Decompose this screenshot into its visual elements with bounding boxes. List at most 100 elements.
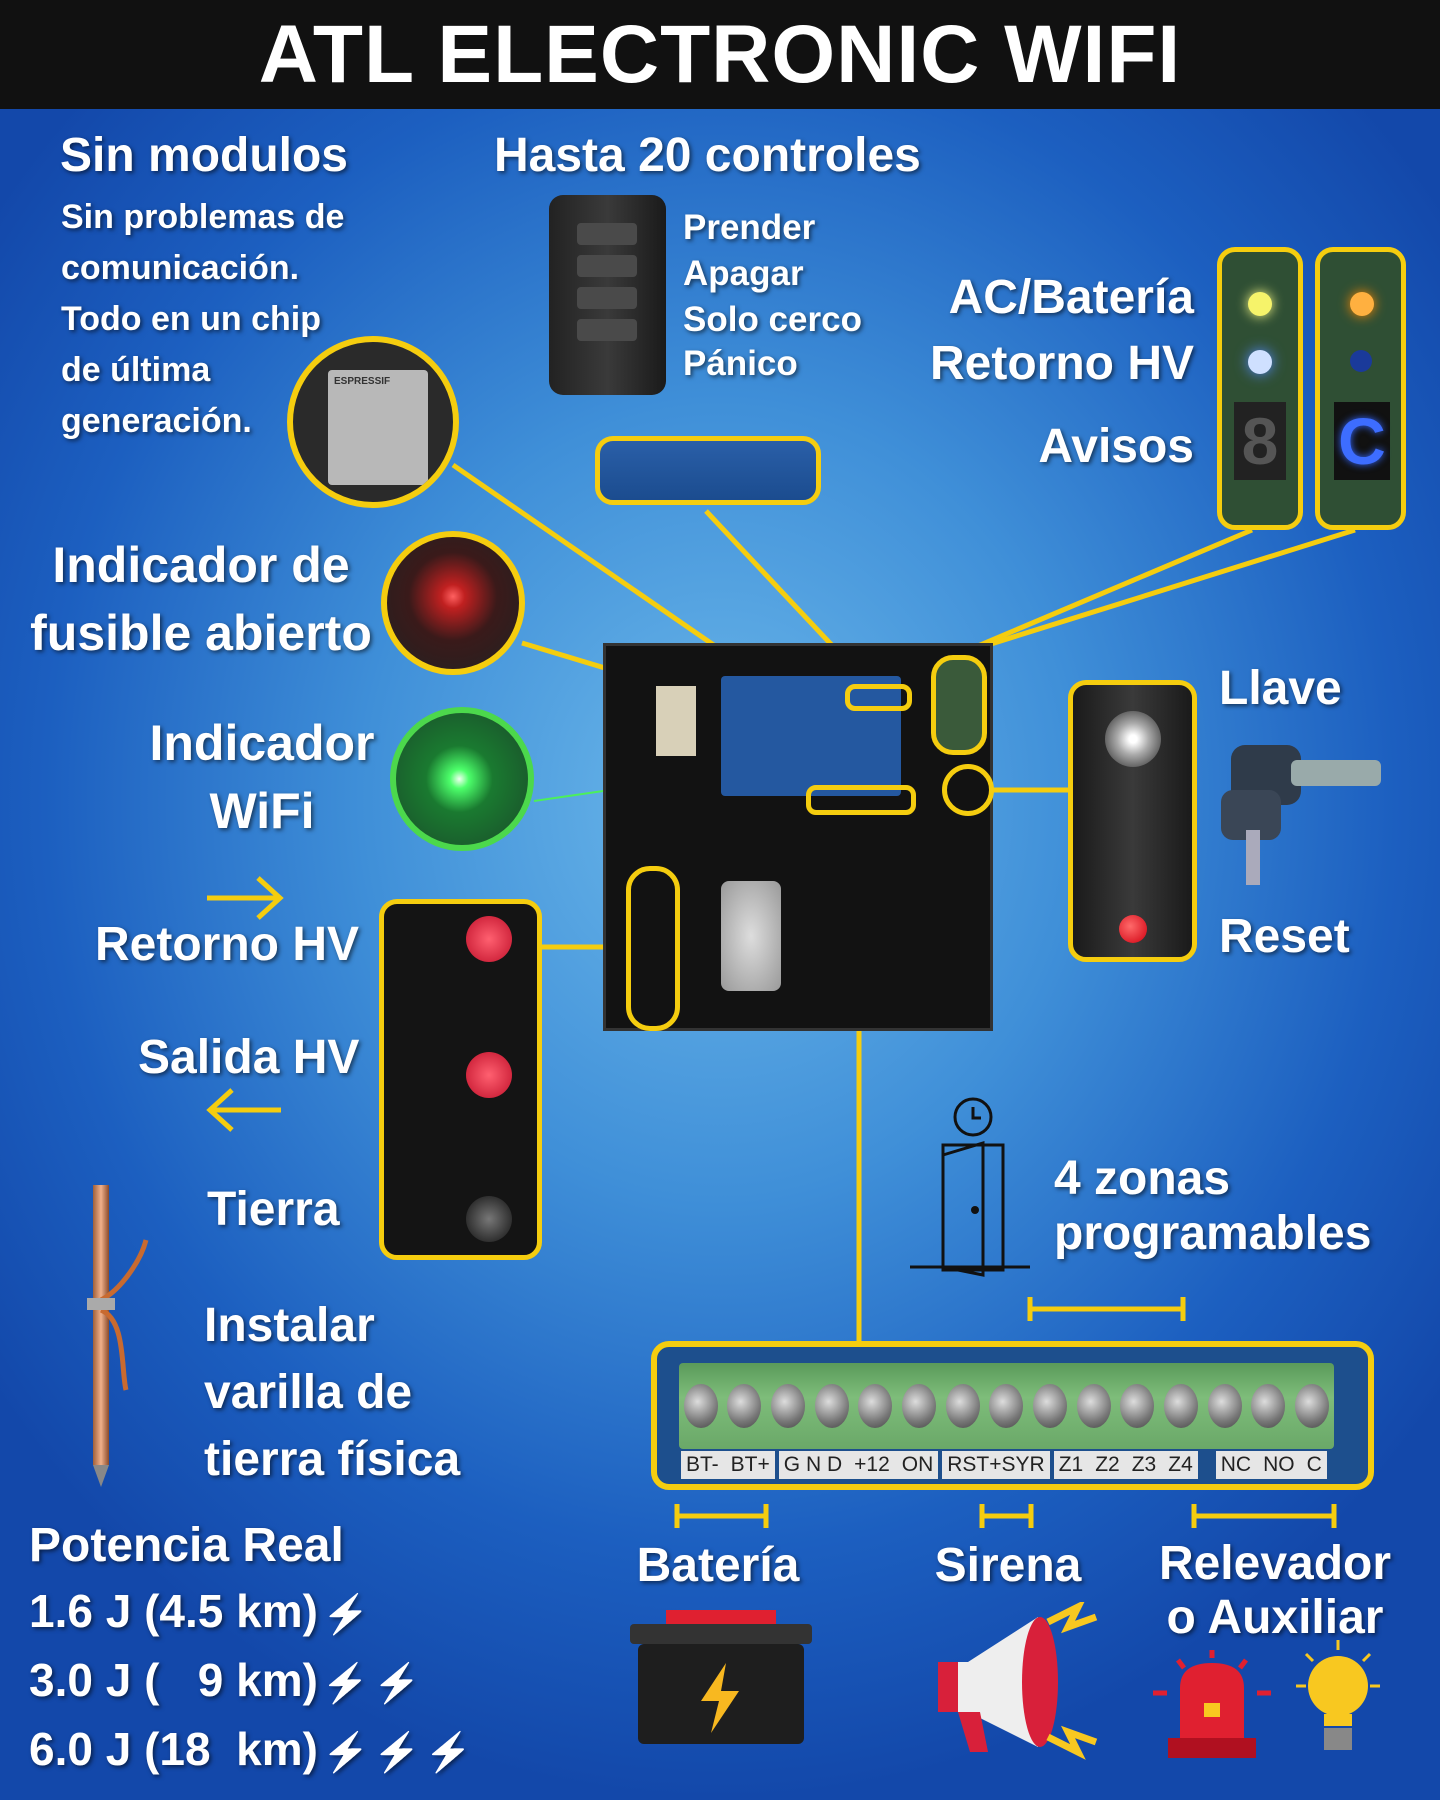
light-bulb-icon xyxy=(1296,1640,1380,1750)
terminal-label: Z2 xyxy=(1095,1453,1120,1476)
terminal-screw xyxy=(771,1384,806,1428)
power-row: 3.0 J ( 9 km)⚡⚡ xyxy=(29,1657,472,1726)
controller-box-photo xyxy=(603,643,993,1031)
lightning-bolt-icon: ⚡ xyxy=(424,1732,472,1774)
retorno-terminal xyxy=(466,916,512,962)
ground-rod-icon xyxy=(87,1185,149,1487)
terminal-screw xyxy=(1207,1384,1242,1428)
esp-chip-photo: ESPRESSIF xyxy=(287,336,459,508)
terminal-screw xyxy=(683,1384,718,1428)
remote-button-label: Prender xyxy=(683,208,816,247)
hv-retorno-label: Retorno HV xyxy=(95,918,359,971)
terminal-screw xyxy=(1295,1384,1330,1428)
status-panel-on: C xyxy=(1315,247,1406,530)
lightning-bolt-icon: ⚡ xyxy=(321,1594,370,1636)
esp-chip-label: ESPRESSIF xyxy=(328,370,428,485)
tierra-terminal xyxy=(466,1196,512,1242)
terminal-label: RST+SYR xyxy=(947,1453,1045,1476)
ground-line: varilla de xyxy=(204,1366,413,1419)
terminal-screw xyxy=(727,1384,762,1428)
remote-control-image xyxy=(549,195,666,395)
modules-line: de última xyxy=(61,351,211,389)
box-callout-terminals xyxy=(806,785,916,815)
seven-segment-display: C xyxy=(1334,402,1390,480)
door-clock-icon xyxy=(910,1097,1030,1277)
relevador-label-line2: o Auxiliar xyxy=(1166,1591,1384,1644)
relevador-label-line1: Relevador xyxy=(1158,1537,1392,1590)
box-callout-receiver xyxy=(845,684,912,711)
ground-instructions: Instalar varilla de tierra física xyxy=(204,1302,460,1503)
wifi-label-line2: WiFi xyxy=(209,783,315,839)
terminal-screw xyxy=(1251,1384,1286,1428)
terminal-label: Z3 xyxy=(1131,1453,1157,1476)
terminal-label-group: BT-BT+ xyxy=(681,1451,775,1479)
status-panel-off: 8 xyxy=(1217,247,1303,530)
terminal-label: +12 xyxy=(854,1453,890,1476)
status-label-retorno: Retorno HV xyxy=(930,337,1194,390)
terminal-label-group: Z1 Z2 Z3 Z4 xyxy=(1053,1451,1198,1479)
lightning-bolt-icon: ⚡ xyxy=(321,1732,370,1774)
terminal-label: Z4 xyxy=(1168,1453,1193,1476)
bateria-label: Batería xyxy=(636,1539,800,1592)
zones-line2: programables xyxy=(1054,1207,1372,1260)
ground-line: tierra física xyxy=(204,1433,461,1486)
status-label-ac: AC/Batería xyxy=(948,271,1194,324)
ground-line: Instalar xyxy=(204,1299,375,1352)
wifi-label-line1: Indicador xyxy=(149,715,375,771)
fuse-indicator-photo xyxy=(381,531,525,675)
box-callout-hv xyxy=(626,866,680,1031)
header-bar: ATL ELECTRONIC WIFI xyxy=(0,0,1440,109)
remote-button-label: Pánico xyxy=(683,344,798,383)
box-callout-display xyxy=(931,655,987,755)
power-row: 6.0 J (18 km)⚡⚡⚡ xyxy=(29,1726,472,1795)
page-title: ATL ELECTRONIC WIFI xyxy=(258,8,1182,100)
key-lock-icon xyxy=(1105,711,1161,767)
terminal-screw xyxy=(945,1384,980,1428)
power-list: 1.6 J (4.5 km)⚡3.0 J ( 9 km)⚡⚡6.0 J (18 … xyxy=(29,1588,472,1795)
alarm-light-icon xyxy=(1153,1650,1271,1758)
fuse-label-line1: Indicador de xyxy=(52,537,350,593)
terminal-screw xyxy=(1164,1384,1199,1428)
tierra-label: Tierra xyxy=(207,1183,340,1236)
terminal-label: ON xyxy=(901,1453,934,1476)
power-row-text: 3.0 J ( 9 km) xyxy=(29,1654,318,1706)
terminal-label: BT- xyxy=(686,1453,719,1476)
power-row-text: 6.0 J (18 km) xyxy=(29,1723,318,1775)
fuse-label-line2: fusible abierto xyxy=(30,605,372,661)
lightning-bolt-icon: ⚡ xyxy=(321,1663,370,1705)
salida-terminal xyxy=(466,1052,512,1098)
terminal-screw xyxy=(902,1384,937,1428)
remote-buttons-list: Prender Apagar Solo cerco Pánico xyxy=(683,210,862,390)
box-callout-key xyxy=(942,764,994,816)
terminal-label: Z1 xyxy=(1058,1453,1084,1476)
reset-label: Reset xyxy=(1219,910,1350,963)
power-row-text: 1.6 J (4.5 km) xyxy=(29,1585,318,1637)
remote-button-label: Apagar xyxy=(683,254,804,293)
terminal-screw xyxy=(814,1384,849,1428)
modules-heading: Sin modulos xyxy=(60,129,348,182)
receiver-board-callout xyxy=(595,436,821,505)
reset-button[interactable] xyxy=(1119,915,1147,943)
lightning-bolt-icon: ⚡ xyxy=(373,1732,421,1774)
battery-icon xyxy=(630,1610,812,1744)
siren-megaphone-icon xyxy=(938,1602,1098,1760)
modules-description: Sin problemas de comunicación. Todo en u… xyxy=(61,200,344,455)
wifi-indicator-photo xyxy=(390,707,534,851)
terminal-label-group: RST+SYR xyxy=(942,1451,1050,1479)
terminal-screw xyxy=(1120,1384,1155,1428)
terminal-label: C xyxy=(1306,1453,1322,1476)
status-label-avisos: Avisos xyxy=(1038,420,1194,473)
terminal-label: NC xyxy=(1220,1453,1252,1476)
key-label: Llave xyxy=(1219,662,1342,715)
controls-heading: Hasta 20 controles xyxy=(494,129,921,182)
keys-icon xyxy=(1221,745,1381,885)
power-heading: Potencia Real xyxy=(29,1519,344,1572)
modules-line: comunicación. xyxy=(61,249,300,287)
modules-line: generación. xyxy=(61,402,252,440)
hv-salida-label: Salida HV xyxy=(138,1031,360,1084)
zones-line1: 4 zonas xyxy=(1054,1152,1231,1205)
key-reset-panel xyxy=(1068,680,1197,962)
